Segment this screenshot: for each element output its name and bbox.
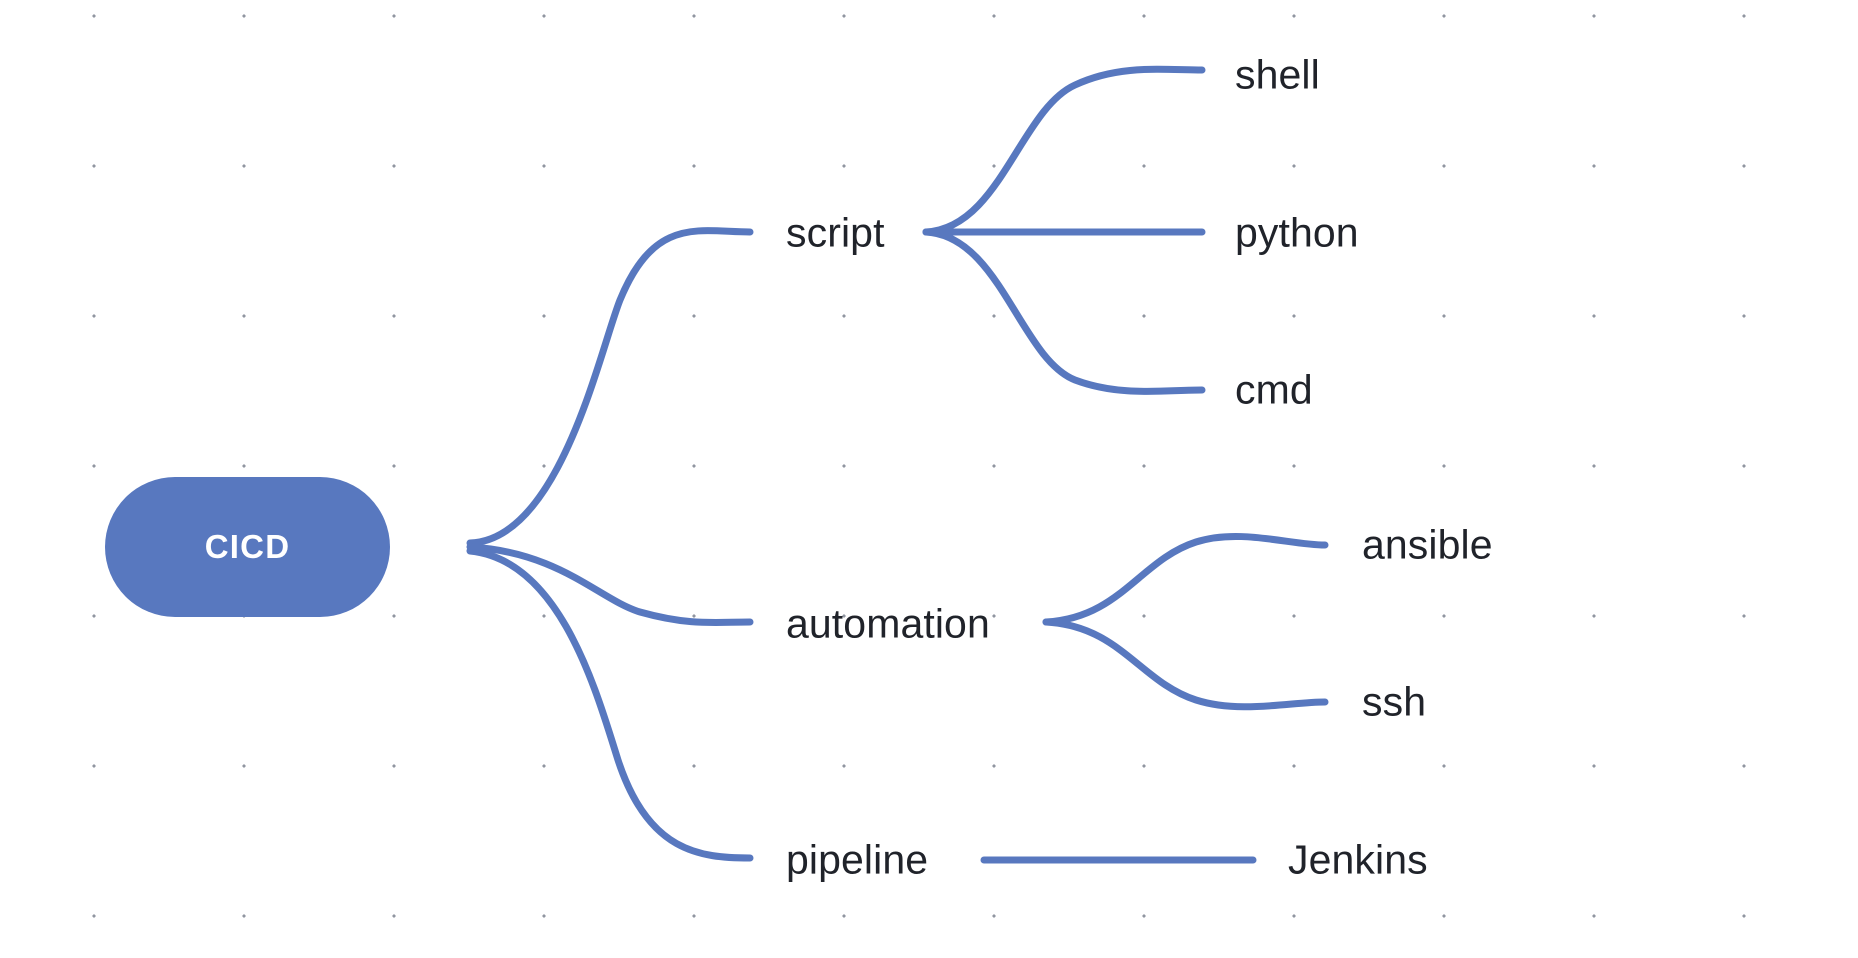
branch-node-automation[interactable]: automation bbox=[786, 600, 990, 647]
leaf-node-ssh[interactable]: ssh bbox=[1362, 678, 1427, 725]
edge-script-to-shell bbox=[922, 65, 1206, 236]
edge-cicd-to-script bbox=[466, 227, 754, 547]
root-node-cicd[interactable]: CICD bbox=[105, 477, 390, 617]
leaf-node-shell[interactable]: shell bbox=[1235, 51, 1320, 98]
root-node-label: CICD bbox=[204, 528, 291, 565]
leaf-node-jenkins[interactable]: Jenkins bbox=[1288, 836, 1428, 883]
leaf-node-cmd[interactable]: cmd bbox=[1235, 366, 1313, 413]
branch-node-script[interactable]: script bbox=[786, 209, 885, 256]
edge-automation-to-ansible bbox=[1042, 533, 1329, 626]
leaf-node-python[interactable]: python bbox=[1235, 209, 1359, 256]
edge-cicd-to-pipeline bbox=[466, 547, 754, 862]
edge-automation-to-ssh bbox=[1042, 618, 1329, 711]
edge-cicd-to-automation bbox=[466, 543, 754, 627]
leaf-node-ansible[interactable]: ansible bbox=[1362, 521, 1493, 568]
branch-node-pipeline[interactable]: pipeline bbox=[786, 836, 929, 883]
edge-script-to-cmd bbox=[922, 228, 1206, 395]
